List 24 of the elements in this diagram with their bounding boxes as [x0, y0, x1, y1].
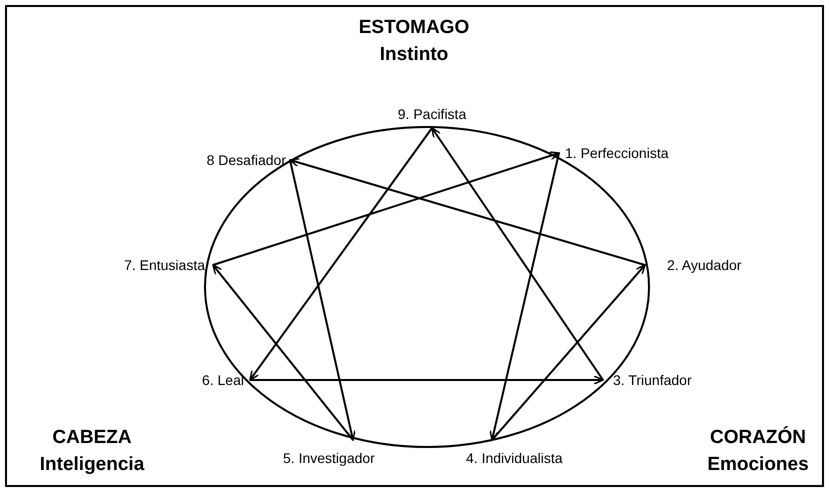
- center-heading: CORAZÓN: [710, 425, 806, 450]
- center-heading: ESTOMAGO: [358, 16, 470, 40]
- type-label: 7. Entusiasta: [124, 255, 213, 275]
- type-label: 6. Leal: [202, 370, 250, 390]
- type-label: 8 Desafiador: [206, 150, 290, 170]
- arrow: [289, 158, 646, 266]
- center-subheading: Instinto: [380, 43, 448, 67]
- arrow: [489, 152, 560, 441]
- arrow: [250, 375, 604, 385]
- arrow: [249, 127, 433, 381]
- center-subheading: Inteligencia: [40, 453, 144, 477]
- type-label: 9. Pacifista: [398, 104, 466, 128]
- arrow: [212, 264, 354, 441]
- type-label: 5. Investigador: [283, 440, 375, 468]
- type-label: 4. Individualista: [466, 440, 563, 468]
- arrow: [491, 264, 646, 441]
- arrow: [289, 160, 356, 441]
- center-heading: CABEZA: [52, 426, 132, 450]
- type-label: 2. Ayudador: [645, 255, 742, 275]
- type-label: 1. Perfeccionista: [559, 143, 668, 163]
- center-subheading: Emociones: [707, 453, 809, 477]
- arrow: [212, 151, 560, 266]
- arrow: [431, 127, 604, 381]
- type-label: 3. Triunfador: [603, 370, 692, 390]
